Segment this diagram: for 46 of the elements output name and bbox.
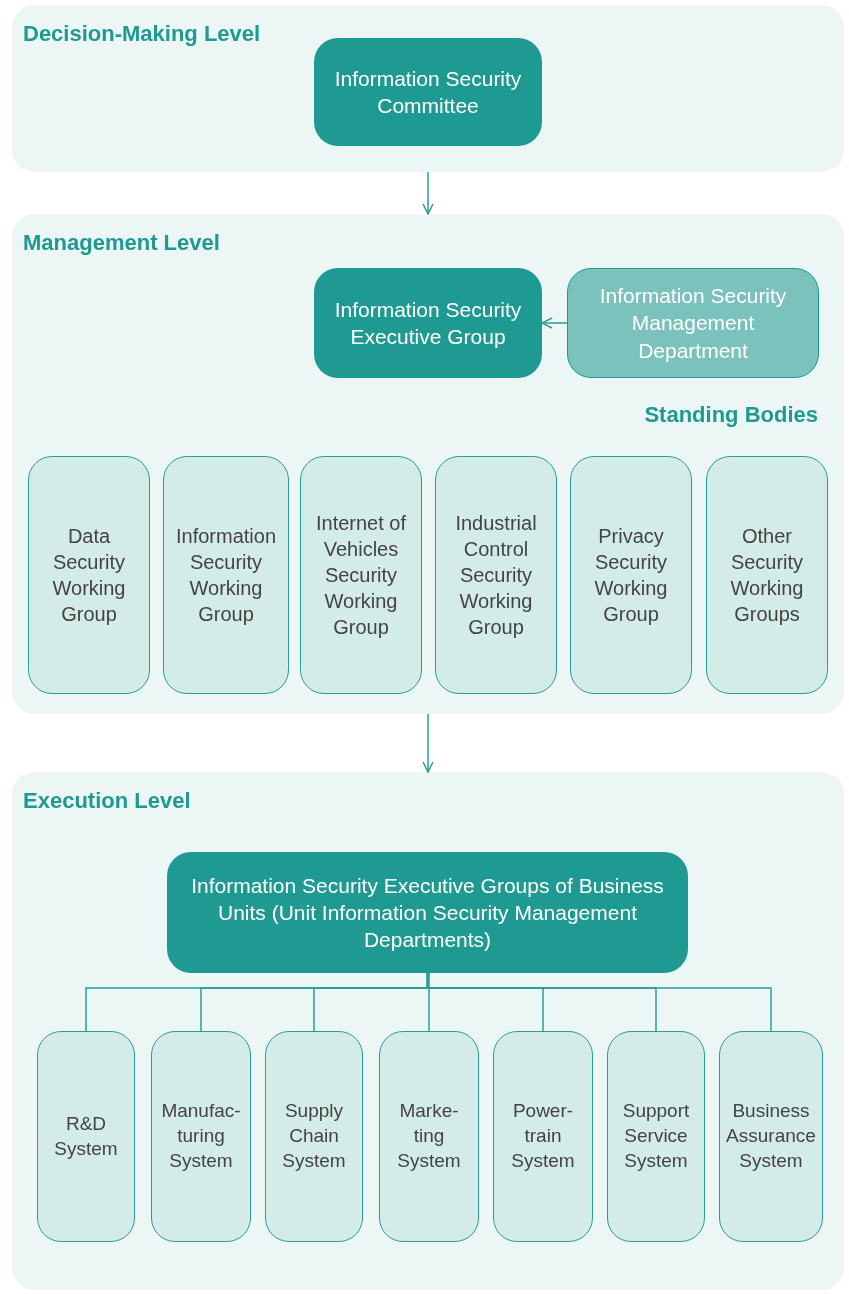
unit-box xyxy=(37,1031,135,1242)
unit-name: Business Assurance System xyxy=(725,1099,817,1173)
unit-name: Information Security Management Department xyxy=(598,283,788,364)
group-box xyxy=(314,38,542,146)
group-box xyxy=(314,268,542,378)
level-panel xyxy=(12,772,844,1290)
level-heading: Execution Level xyxy=(23,788,191,814)
level-panel xyxy=(12,5,844,172)
unit-box xyxy=(435,456,557,694)
unit-name: Supply Chain System xyxy=(281,1099,347,1173)
arrow xyxy=(422,171,434,215)
unit-box xyxy=(163,456,289,694)
unit-box xyxy=(265,1031,363,1242)
unit-name: Information Security Working Group xyxy=(174,524,278,627)
group-box xyxy=(167,852,688,973)
unit-box xyxy=(379,1031,479,1242)
unit-name: Information Security Executive Group xyxy=(333,296,523,350)
unit-name: Industrial Control Security Working Group xyxy=(454,511,538,640)
unit-name: Information Security Executive Groups of Business Units (Unit Information Security Management Departments) xyxy=(190,872,665,954)
unit-name: Other Security Working Groups xyxy=(729,524,805,627)
connector-line xyxy=(426,972,772,1032)
unit-box xyxy=(28,456,150,694)
connector-line xyxy=(428,972,430,1032)
unit-name: Privacy Security Working Group xyxy=(593,524,669,627)
unit-box xyxy=(151,1031,251,1242)
arrow xyxy=(541,317,568,329)
department-box xyxy=(567,268,819,378)
unit-box xyxy=(706,456,828,694)
unit-box xyxy=(719,1031,823,1242)
level-heading: Decision-Making Level xyxy=(23,21,261,47)
unit-name: Information Security Committee xyxy=(333,65,523,119)
unit-name: Internet of Vehicles Security Working Group xyxy=(314,511,408,640)
unit-name: Data Security Working Group xyxy=(51,524,127,627)
unit-name: Marke-ting System xyxy=(396,1099,462,1173)
unit-name: R&D System xyxy=(53,1111,119,1161)
unit-box xyxy=(607,1031,705,1242)
level-panel xyxy=(12,214,844,714)
unit-name: Manufac-turing System xyxy=(160,1099,242,1173)
section-heading: Standing Bodies xyxy=(644,402,818,428)
unit-box xyxy=(570,456,692,694)
level-heading: Management Level xyxy=(23,230,220,256)
arrow xyxy=(422,713,434,773)
unit-box xyxy=(493,1031,593,1242)
unit-name: Support Service System xyxy=(621,1099,691,1173)
unit-name: Power-train System xyxy=(510,1099,576,1173)
unit-box xyxy=(300,456,422,694)
